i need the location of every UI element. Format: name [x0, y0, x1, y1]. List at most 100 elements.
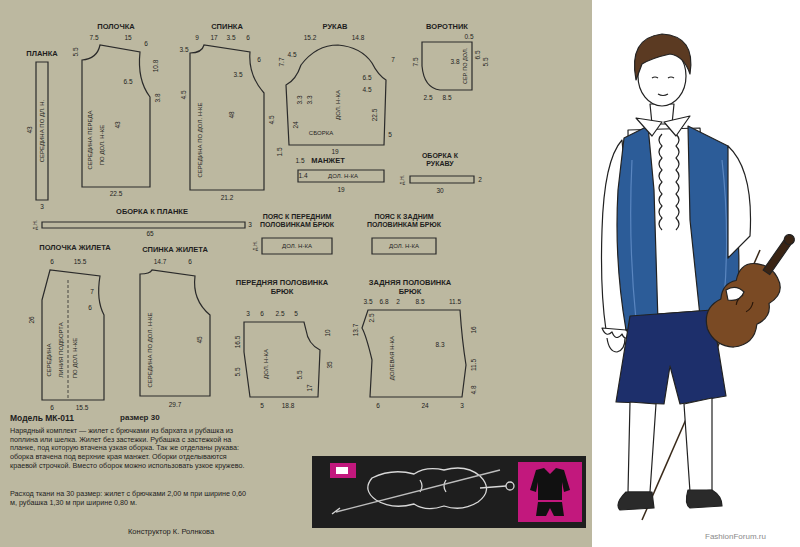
dimension-label: 2.5	[368, 313, 375, 322]
piece-title: ПЛАНКА	[26, 50, 57, 59]
pattern-piece: ПЛАНКАСЕРЕДИНА ПО ДЛ. Н.	[36, 62, 48, 200]
dimension-label: 16	[470, 326, 477, 333]
grain-mark: Д.Н.	[253, 241, 259, 251]
dimension-label: 3	[248, 221, 252, 228]
dimension-label: 5.5	[296, 370, 303, 379]
dimension-label: 26	[28, 316, 35, 323]
dimension-label: 4.5	[362, 86, 371, 93]
dimension-label: 2	[396, 298, 400, 305]
dimension-label: 7	[391, 56, 395, 63]
dimension-label: 1.5	[295, 157, 304, 164]
dimension-label: 7.5	[89, 34, 98, 41]
piece-note: СЕРЕДИНА	[46, 343, 53, 376]
dimension-label: 3.8	[154, 93, 161, 102]
model-number: Модель МК-011	[10, 413, 74, 423]
dimension-label: 6	[144, 40, 148, 47]
piece-contour	[298, 170, 384, 182]
piece-contour	[262, 238, 332, 254]
dimension-label: 0.5	[464, 33, 473, 40]
piece-title: РУКАВ	[323, 23, 348, 32]
pattern-piece: СПИНКА ЖИЛЕТАСЕРЕДИНА ПО ДОЛ. Н-КЕ	[140, 270, 210, 396]
dimension-label: 17	[210, 34, 217, 41]
piece-title: ПОЛОЧКА	[97, 23, 134, 32]
description: Нарядный комплект — жилет с брючками из …	[10, 427, 254, 470]
dimension-label: 8.5	[442, 94, 451, 101]
dimension-label: 5.5	[482, 57, 489, 66]
piece-contour	[422, 42, 472, 90]
piece-note: ДОЛ. Н-КА	[282, 243, 312, 250]
dimension-label: 2.5	[275, 310, 284, 317]
dimension-label: 6	[50, 404, 54, 411]
piece-title: ЗАДНЯЯ ПОЛОВИНКА БРЮК	[363, 279, 458, 296]
piece-note: СЕРЕДИНА ПО ДОЛ. Н-КЕ	[147, 312, 154, 387]
dimension-label: 10.8	[152, 60, 159, 73]
dimension-label: 35	[326, 361, 333, 368]
size-note: размер 30	[120, 413, 160, 423]
dimension-label: 16.5	[234, 336, 241, 349]
dimension-label: 3.3	[296, 95, 303, 104]
dimension-label: 14.7	[154, 258, 167, 265]
pattern-piece: ОБОРКА К ПЛАНКЕ	[42, 222, 245, 228]
pattern-piece: ПОЛОЧКА ЖИЛЕТАСЕРЕДИНАЛИНИЯ ПОДБОРТАПО Д…	[42, 270, 104, 400]
dimension-label: 1.4	[298, 172, 307, 179]
dimension-label: 3.5	[363, 298, 372, 305]
piece-note: СЕРЕДИНА ПЕРЕДА	[87, 110, 94, 169]
dimension-label: 15.5	[76, 404, 89, 411]
pattern-piece: МАНЖЕТДОЛ. Н-КА	[298, 170, 384, 182]
dimension-label: 6	[246, 34, 250, 41]
piece-title: ВОРОТНИК	[426, 23, 468, 32]
dimension-label: 21.2	[221, 194, 234, 201]
pattern-piece: ПОЯС К ЗАДНИМ ПОЛОВИНКАМ БРЮКДОЛ. Н-КА	[372, 238, 436, 254]
piece-title: СПИНКА	[211, 23, 243, 32]
dimension-label: 7.7	[278, 57, 285, 66]
piece-outline	[42, 222, 245, 228]
piece-contour	[410, 176, 474, 183]
piece-note: ПО ДОЛ. Н-КЕ	[72, 338, 79, 378]
dimension-label: 6	[50, 258, 54, 265]
dimension-label: 11.5	[470, 359, 477, 371]
illustration-panel	[592, 0, 800, 547]
dimension-label: 3.5	[179, 46, 188, 53]
pattern-piece: РУКАВДОЛ. Н-КАСБОРКА	[286, 45, 386, 145]
dimension-label: 3.5	[226, 34, 235, 41]
piece-outline	[362, 310, 466, 397]
dimension-label: 6	[257, 56, 261, 63]
dimension-label: 24	[292, 121, 299, 128]
grain-mark: Д.Н.	[33, 220, 39, 230]
piece-note: ДОЛ. Н-КА	[328, 173, 358, 180]
piece-title: МАНЖЕТ	[311, 157, 344, 166]
dimension-label: 11.5	[449, 298, 461, 305]
piece-note: ПО ДОЛ. Н-КЕ	[99, 125, 106, 165]
dimension-label: 6	[376, 402, 380, 409]
piece-note: СЕРЕДИНА ПО ДОЛ. Н-КЕ	[197, 102, 204, 177]
piece-note: ДОЛ. Н-КА	[263, 349, 270, 379]
dimension-label: 22.5	[110, 190, 123, 197]
dimension-label: 6.5	[474, 50, 481, 59]
dimension-label: 3.8	[450, 58, 459, 65]
bottom-strip	[312, 456, 586, 528]
grain-mark: Д.Н.	[400, 175, 406, 185]
dimension-label: 4.5	[268, 115, 275, 124]
piece-note: СЕРЕДИНА ПО ДЛ. Н.	[39, 100, 46, 163]
dimension-label: 43	[26, 126, 33, 133]
dimension-label: 19	[331, 148, 338, 155]
dimension-label: 3	[40, 203, 44, 210]
dimension-label: 6	[88, 304, 92, 311]
dimension-label: 19	[337, 186, 344, 193]
dimension-label: 9	[195, 34, 199, 41]
piece-note: ДОЛ. Н-КА	[389, 243, 419, 250]
dimension-label: 15	[124, 34, 131, 41]
dimension-label: 13.7	[352, 324, 359, 337]
piece-contour	[42, 222, 245, 228]
dimension-label: 1.5	[276, 147, 283, 156]
piece-note: СБОРКА	[309, 130, 333, 137]
dimension-label: 2.5	[423, 94, 432, 101]
dimension-label: 3	[246, 310, 250, 317]
piece-title: ПОЯС К ЗАДНИМ ПОЛОВИНКАМ БРЮК	[364, 213, 444, 229]
piece-contour	[362, 310, 466, 397]
dimension-label: 15.2	[304, 34, 317, 41]
dimension-label: 5	[294, 310, 298, 317]
dimension-label: 29.7	[169, 401, 182, 408]
